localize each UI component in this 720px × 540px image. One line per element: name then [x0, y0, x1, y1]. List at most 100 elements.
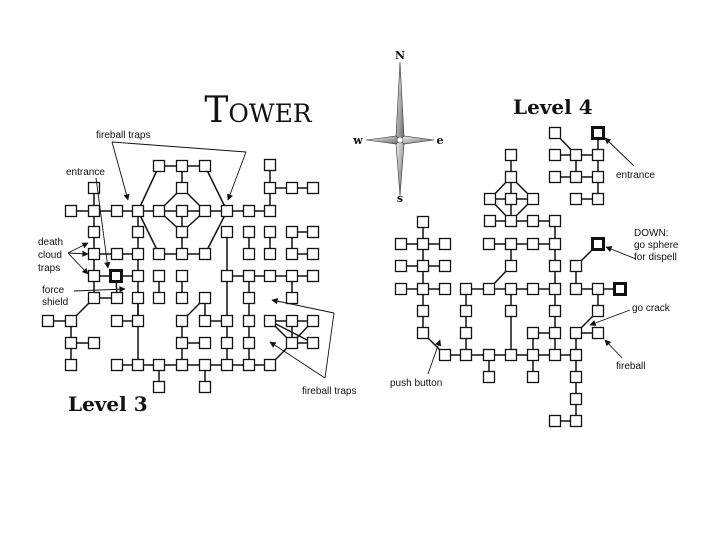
level-4-room — [591, 237, 605, 251]
level-4-room — [548, 259, 562, 273]
level-3-room — [64, 204, 78, 218]
level-3-room — [175, 181, 189, 195]
level-3-room — [285, 291, 299, 305]
level-4-room — [459, 304, 473, 318]
level-3-room — [198, 291, 212, 305]
level-3-room — [306, 336, 320, 350]
level-3-room — [220, 358, 234, 372]
level-4-room — [504, 148, 518, 162]
label-fireball-traps-bottom: fireball traps — [302, 386, 356, 397]
level-4-room — [613, 282, 627, 296]
level-3-room — [87, 204, 101, 218]
level-3-room — [175, 247, 189, 261]
level-3-room — [306, 225, 320, 239]
level-4-room — [591, 282, 605, 296]
level-3-rooms — [41, 158, 320, 394]
level-3-room — [263, 158, 277, 172]
compass-rose: N e s w — [352, 49, 443, 205]
level-3-room — [285, 225, 299, 239]
level-3-room — [131, 358, 145, 372]
compass-west: w — [352, 134, 363, 147]
level-3-room — [152, 380, 166, 394]
level-4-room — [482, 370, 496, 384]
level-4-room — [591, 126, 605, 140]
level-3-room — [87, 181, 101, 195]
level-3-room — [263, 225, 277, 239]
level-3-room — [110, 247, 124, 261]
level-3-room — [263, 181, 277, 195]
level-4-room — [416, 259, 430, 273]
level-3-room — [175, 225, 189, 239]
level-3-room — [242, 225, 256, 239]
map-title: Tower — [204, 90, 312, 131]
level-4-room — [394, 237, 408, 251]
level-4-room — [569, 282, 583, 296]
level-4-room — [548, 282, 562, 296]
level-3-room — [152, 159, 166, 173]
corridor — [137, 210, 160, 255]
level-4-room — [548, 414, 562, 428]
label-entrance-level-4: entrance — [616, 170, 655, 181]
corridor — [204, 165, 228, 212]
level-4-room — [482, 237, 496, 251]
level-3-room — [263, 358, 277, 372]
level-4-room — [548, 326, 562, 340]
annotation-pointers — [67, 137, 637, 379]
level-3-room — [131, 204, 145, 218]
level-4-room — [591, 304, 605, 318]
level-3-room — [220, 225, 234, 239]
level-3-room — [198, 247, 212, 261]
label-fireball-level-4: fireball — [616, 361, 645, 372]
corridor — [137, 165, 160, 212]
compass-south: s — [397, 192, 403, 205]
level-4-room — [526, 348, 540, 362]
level-4-room — [569, 348, 583, 362]
level-4-room — [569, 370, 583, 384]
level-4-room — [416, 282, 430, 296]
level-3-room — [41, 314, 55, 328]
label-death-cloud-3: traps — [38, 263, 60, 274]
level-3-room — [175, 314, 189, 328]
level-3-room — [306, 247, 320, 261]
level-4-room — [569, 326, 583, 340]
level-3-room — [198, 358, 212, 372]
label-go-crack: go crack — [632, 303, 671, 314]
level-3-caption: Level 3 — [68, 392, 148, 416]
level-4-room — [504, 282, 518, 296]
level-3-room — [263, 269, 277, 283]
compass-east: e — [437, 134, 444, 147]
level-3-room — [198, 159, 212, 173]
level-3-room — [152, 247, 166, 261]
label-down-1: DOWN: — [634, 228, 668, 239]
level-3-room — [152, 291, 166, 305]
level-3-room — [152, 358, 166, 372]
label-fireball-traps-top: fireball traps — [96, 130, 150, 141]
label-down-3: for dispell — [634, 252, 677, 263]
level-3-room — [242, 291, 256, 305]
level-4-room — [548, 148, 562, 162]
level-4-room — [416, 237, 430, 251]
level-4-room — [526, 282, 540, 296]
level-4-room — [483, 192, 497, 206]
level-4-room — [504, 237, 518, 251]
level-4-caption: Level 4 — [513, 95, 593, 119]
level-3-room — [242, 204, 256, 218]
level-3-room — [263, 314, 277, 328]
level-4-room — [569, 259, 583, 273]
level-3-room — [110, 314, 124, 328]
level-3-room — [220, 204, 234, 218]
level-3-room — [285, 247, 299, 261]
level-4-room — [504, 170, 518, 184]
level-3-room — [285, 181, 299, 195]
level-3-room — [87, 336, 101, 350]
level-3-room — [131, 225, 145, 239]
corridor — [269, 320, 314, 344]
level-4-room — [526, 237, 540, 251]
level-4-room — [548, 126, 562, 140]
level-3-room — [175, 336, 189, 350]
level-4-room — [416, 326, 430, 340]
level-4-room — [569, 414, 583, 428]
level-3-room — [220, 336, 234, 350]
level-3-room — [175, 269, 189, 283]
